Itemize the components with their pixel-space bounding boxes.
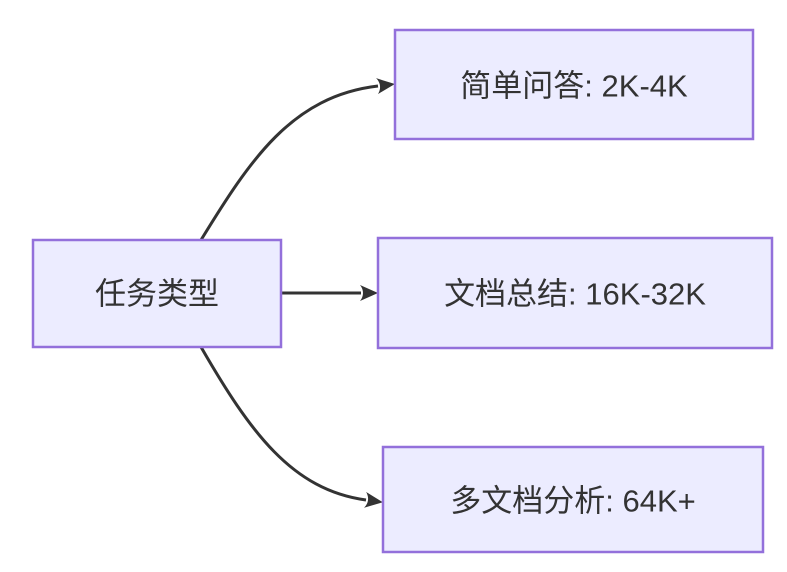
node-doc-summary-label: 文档总结: 16K-32K [444,277,706,312]
node-doc-summary-box [376,236,774,350]
node-task-type: 任务类型 [31,238,283,349]
node-simple-qa-box [393,28,755,141]
node-multi-doc: 多文档分析: 64K+ [381,445,765,554]
node-doc-summary: 文档总结: 16K-32K [376,236,774,350]
node-multi-doc-box [381,445,765,554]
node-task-type-label: 任务类型 [95,277,219,312]
node-task-type-box [31,238,283,349]
edge-root-to-simple-qa [199,78,395,241]
node-multi-doc-label: 多文档分析: 64K+ [450,484,696,519]
node-simple-qa-label: 简单问答: 2K-4K [460,69,688,104]
node-simple-qa: 简单问答: 2K-4K [393,28,755,141]
edge-root-to-multi-doc [199,346,383,508]
